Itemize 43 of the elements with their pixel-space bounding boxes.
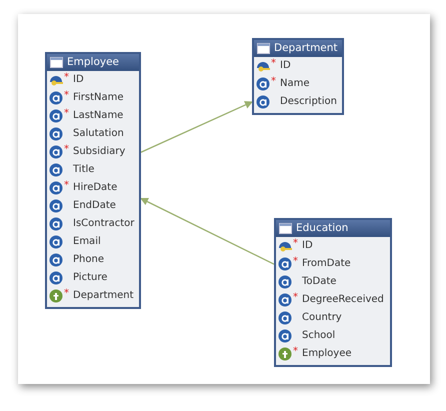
field-name: ID: [302, 239, 313, 253]
field-name: ToDate: [302, 275, 336, 289]
required-mark: *: [293, 255, 298, 269]
required-mark: *: [64, 179, 69, 193]
field-name: Salutation: [73, 127, 124, 141]
required-mark: *: [64, 71, 69, 85]
field-name: FromDate: [302, 257, 351, 271]
relationship-arrow: [140, 101, 253, 153]
required-mark: *: [64, 89, 69, 103]
table-name: Department: [274, 42, 338, 54]
required-mark: *: [293, 345, 298, 359]
field-name: ID: [280, 59, 291, 73]
required-mark: *: [271, 75, 276, 89]
field-name: Email: [73, 235, 101, 249]
field-name: Picture: [73, 271, 108, 285]
field-name: Description: [280, 95, 337, 109]
field-name: EndDate: [73, 199, 116, 213]
field-name: Name: [280, 77, 310, 91]
field-name: Phone: [73, 253, 104, 267]
table-box: [45, 52, 141, 309]
required-mark: *: [271, 57, 276, 71]
required-mark: *: [293, 237, 298, 251]
field-name: IsContractor: [73, 217, 134, 231]
field-name: FirstName: [73, 91, 124, 105]
table-name: Employee: [67, 56, 120, 68]
relationship-arrow: [140, 198, 274, 265]
field-name: Subsidiary: [73, 145, 126, 159]
field-name: Employee: [302, 347, 352, 361]
required-mark: *: [293, 291, 298, 305]
field-name: HireDate: [73, 181, 118, 195]
required-mark: *: [64, 107, 69, 121]
field-name: LastName: [73, 109, 124, 123]
field-name: School: [302, 329, 336, 343]
field-name: Title: [73, 163, 94, 177]
field-name: Department: [73, 289, 134, 303]
table-name: Education: [296, 222, 348, 234]
table-box: [252, 38, 344, 115]
field-name: ID: [73, 73, 84, 87]
required-mark: *: [64, 287, 69, 301]
table-box: [274, 218, 392, 367]
field-name: DegreeReceived: [302, 293, 384, 307]
required-mark: *: [64, 143, 69, 157]
field-name: Country: [302, 311, 342, 325]
